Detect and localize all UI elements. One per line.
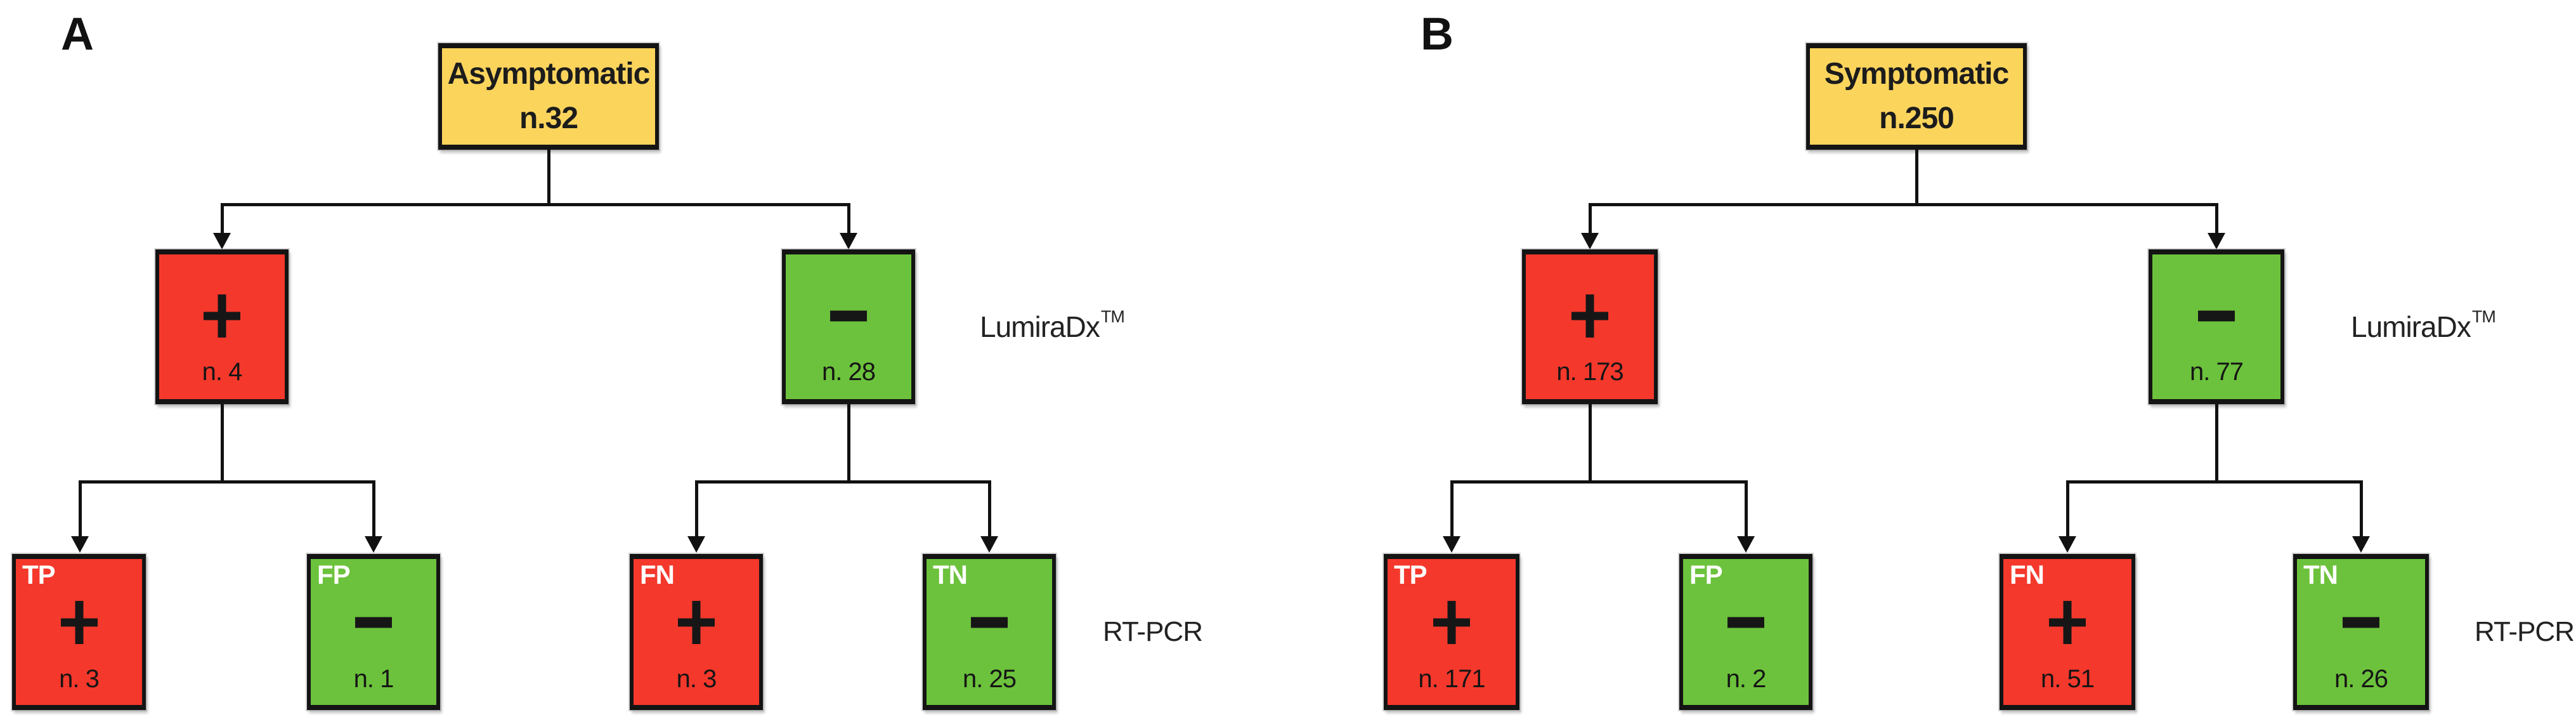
fn-tag-label: FN [640,560,675,589]
tn-box: TN n. 26 [2293,554,2429,710]
lumiradx-positive-box: n. 173 [1522,249,1658,404]
connector-drop-line [79,480,82,537]
lumiradx-negative-box: n. 77 [2149,249,2284,404]
lumiradx-positive-box: n. 4 [155,249,289,404]
count-label: n. 4 [202,358,243,386]
tn-tag-label: TN [2303,560,2338,589]
fp-box: FP n. 1 [307,554,440,710]
plus-sign-icon [2003,589,2131,655]
panel-a-label: A [61,9,94,60]
count-label: n. 25 [963,665,1017,693]
stage-label-text: LumiraDx [980,310,1100,343]
connector-stem [847,404,850,484]
tp-tag-label: TP [22,560,56,589]
count-label: n. 2 [1726,665,1767,693]
fn-box: FN n. 3 [630,554,763,710]
fn-tag-label: FN [2010,560,2045,589]
count-label: n. 28 [822,358,876,386]
connector-drop-line [1450,480,1454,537]
arrow-down-icon [1443,536,1460,553]
connector-root-stem [547,150,550,204]
connector-drop-line [2360,480,2363,537]
arrow-down-icon [1737,536,1755,553]
arrow-down-icon [213,233,231,249]
minus-sign-icon [2152,283,2280,349]
connector-drop-line [695,480,698,537]
arrow-down-icon [2208,233,2225,249]
count-label: n. 51 [2041,665,2095,693]
arrow-down-icon [2059,536,2076,553]
root-count: n.32 [519,102,578,135]
tp-box: TP n. 171 [1384,554,1519,710]
connector-drop-line [221,203,224,235]
count-label: n. 3 [676,665,717,693]
connector-branch-line [695,480,991,484]
count-label: n. 173 [1556,358,1623,386]
connector-drop-line [988,480,991,537]
fn-box: FN n. 51 [2000,554,2135,710]
plus-sign-icon [1388,589,1516,655]
tn-box: TN n. 25 [923,554,1056,710]
tn-tag-label: TN [933,560,968,589]
connector-drop-line [847,203,850,235]
tp-box: TP n. 3 [12,554,146,710]
connector-drop-line [2066,480,2069,537]
fp-tag-label: FP [1689,560,1723,589]
connector-drop-line [1745,480,1748,537]
connector-drop-line [372,480,375,537]
root-box-asymptomatic: Asymptomatic n.32 [438,43,659,150]
arrow-down-icon [980,536,998,553]
root-box-symptomatic: Symptomatic n.250 [1806,43,2027,150]
connector-stem [1589,404,1592,484]
plus-sign-icon [1526,283,1654,349]
connector-branch-line [221,203,850,206]
count-label: n. 3 [59,665,100,693]
arrow-down-icon [365,536,382,553]
arrow-down-icon [71,536,89,553]
lumiradx-negative-box: n. 28 [782,249,915,404]
arrow-down-icon [1581,233,1599,249]
minus-sign-icon [2297,589,2425,655]
count-label: n. 26 [2334,665,2388,693]
panel-b-label: B [1421,9,1454,60]
count-label: n. 1 [353,665,394,693]
connector-drop-line [2215,203,2218,235]
fp-tag-label: FP [317,560,351,589]
connector-stem [2215,404,2218,484]
connector-branch-line [1450,480,1748,484]
trademark-sup: TM [2471,306,2496,326]
root-title: Asymptomatic [447,57,651,91]
stage-label-rtpcr: RT-PCR [1103,616,1203,647]
connector-branch-line [2066,480,2363,484]
arrow-down-icon [2352,536,2370,553]
fp-box: FP n. 2 [1679,554,1812,710]
minus-sign-icon [1683,589,1809,655]
tp-tag-label: TP [1394,560,1428,589]
connector-drop-line [1589,203,1592,235]
count-label: n. 171 [1418,665,1485,693]
arrow-down-icon [840,233,857,249]
root-count: n.250 [1879,102,1955,135]
connector-root-stem [1915,150,1918,204]
count-label: n. 77 [2190,358,2244,386]
connector-branch-line [1589,203,2218,206]
stage-label-text: LumiraDx [2351,310,2471,343]
arrow-down-icon [687,536,705,553]
connector-stem [221,404,224,484]
root-title: Symptomatic [1824,57,2009,91]
stage-label-rtpcr: RT-PCR [2475,616,2575,647]
connector-branch-line [79,480,375,484]
trademark-sup: TM [1100,306,1125,326]
